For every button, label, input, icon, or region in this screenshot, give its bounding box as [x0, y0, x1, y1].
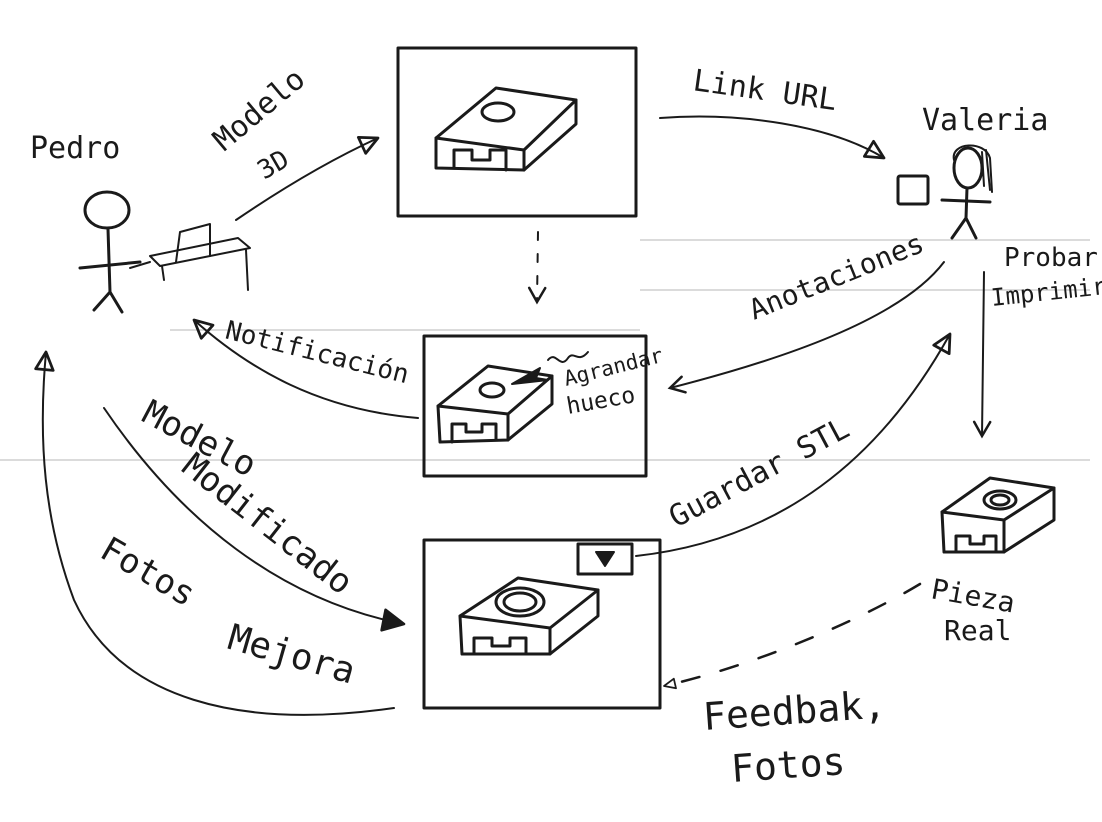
valeria-figure [896, 144, 993, 240]
paper-bleed-through [0, 239, 1090, 461]
fotos-feedback-label: Fotos [730, 739, 847, 791]
annotated-3d-part-icon [436, 364, 554, 444]
arrow-guardar-stl [635, 332, 952, 557]
screen-original-model [396, 46, 638, 218]
pedro-figure [78, 190, 142, 314]
arrow-modelo-modificado [103, 407, 406, 632]
agrandar-label: Agrandar [561, 343, 665, 391]
3d-label: 3D [253, 144, 295, 186]
modified-3d-part-icon [458, 576, 600, 656]
arrow-anotaciones [667, 261, 945, 394]
original-3d-part-icon [434, 86, 578, 172]
feedback-label: Feedbak, [702, 682, 888, 739]
arrow-frame1-to-frame2 [527, 231, 547, 305]
valeria-label: Valeria [922, 103, 1048, 138]
real-label: Real [944, 614, 1011, 647]
guardar-stl-label: Guardar STL [663, 411, 855, 535]
arrow-probar-imprimir [972, 271, 992, 439]
screen-annotated-model [422, 334, 648, 478]
arrow-fotos-mejora [34, 350, 395, 716]
pedro-label: Pedro [30, 131, 120, 166]
arrow-feedback [662, 582, 922, 690]
link-url-label: Link URL [691, 63, 839, 118]
arrow-link-url [659, 115, 886, 160]
modelo-label: Modelo [207, 62, 313, 158]
imprimir-label: Imprimir [990, 272, 1102, 312]
mejora-label: Mejora [224, 617, 360, 692]
screen-modified-model [422, 538, 662, 710]
laptop-desk-icon [129, 223, 251, 291]
fotos-label: Fotos [94, 529, 203, 615]
real-printed-part-icon [940, 476, 1056, 554]
arrow-notificacion [192, 318, 419, 419]
probar-label: Probar [1004, 243, 1098, 273]
download-stl-button-icon[interactable] [576, 542, 634, 576]
annotation-scribble [547, 351, 589, 363]
notificacion-label: Notificación [222, 316, 412, 391]
pieza-label: Pieza [929, 572, 1018, 619]
arrow-modelo-3d [235, 135, 380, 221]
annotation-pointer-icon [511, 367, 549, 385]
anotaciones-label: Anotaciones [744, 226, 928, 326]
